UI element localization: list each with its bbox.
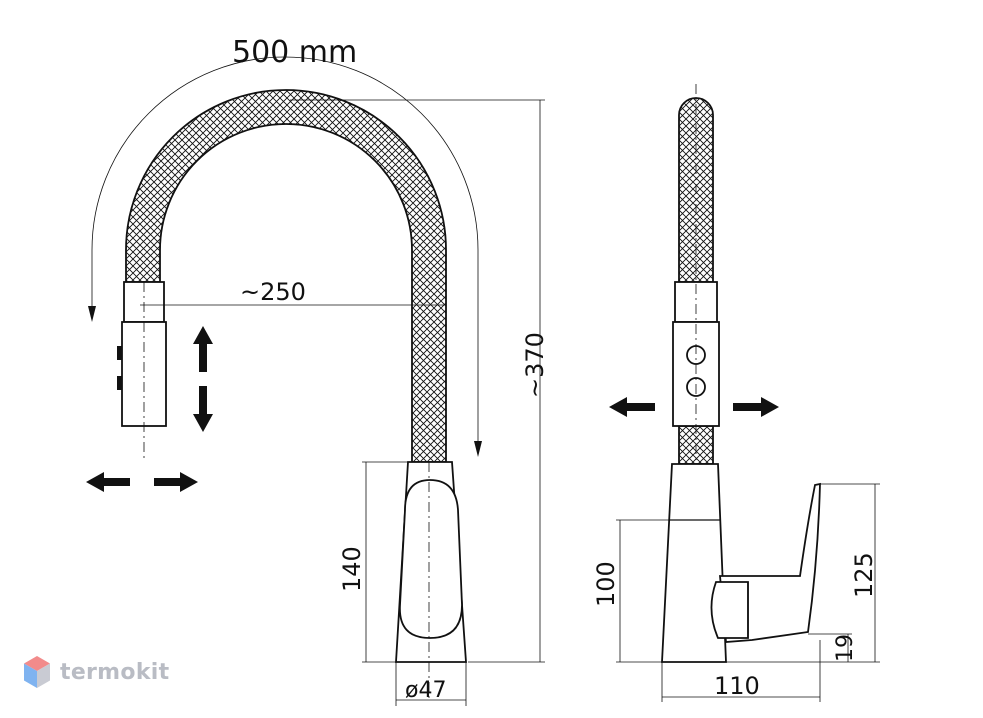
side-height-label: 100 [592, 561, 620, 607]
total-height-label: ~370 [521, 332, 549, 398]
body-height-label: 140 [338, 546, 366, 592]
arc-dimension-line [91, 56, 479, 455]
side-arrow-right-icon [733, 397, 779, 417]
diameter-label: ø47 [405, 678, 446, 703]
logo-text: termokit [60, 659, 170, 685]
reach-label: ~250 [240, 278, 306, 306]
base-height-label: 19 [833, 634, 858, 662]
arrow-up-icon [193, 326, 213, 372]
arrow-right-icon [154, 472, 198, 492]
hexagon-cube-icon [24, 656, 50, 688]
faucet-handle-recess [399, 479, 463, 639]
braided-hose [125, 89, 447, 463]
spray-button-bottom [117, 376, 122, 390]
arc-length-label: 500 mm [232, 35, 357, 70]
handle-height-label: 125 [850, 552, 878, 598]
spray-button-top [117, 346, 122, 360]
arrow-down-icon [193, 386, 213, 432]
front-view: 500 mm ~250 ~370 140 ø47 [86, 35, 549, 706]
termokit-logo: termokit [22, 652, 169, 692]
side-view: 100 125 19 110 [592, 84, 880, 702]
handle-cap [710, 581, 749, 639]
side-arrow-left-icon [609, 397, 655, 417]
arrow-left-icon [86, 472, 130, 492]
side-depth-label: 110 [714, 672, 760, 700]
